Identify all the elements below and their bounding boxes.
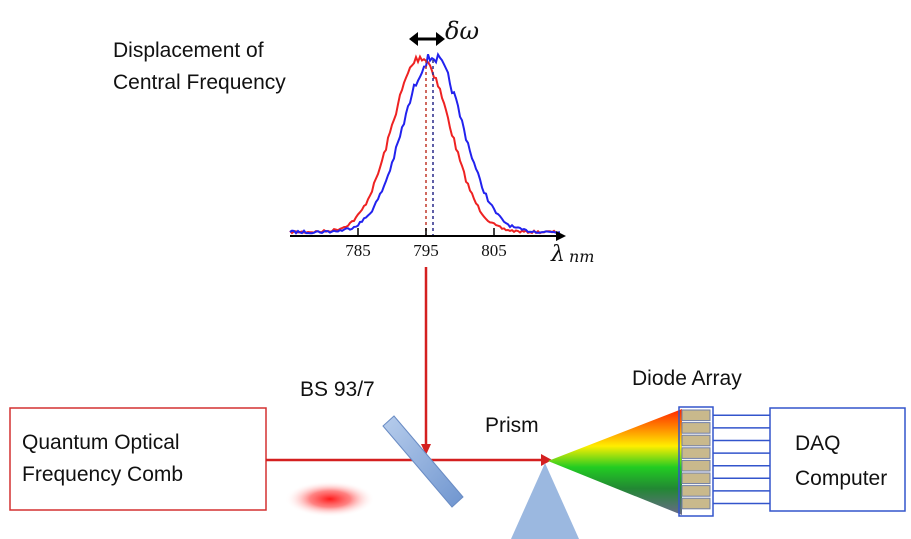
diode-array-label: Diode Array	[632, 367, 742, 390]
diode-array	[678, 406, 770, 517]
diode-element	[681, 472, 711, 485]
axis-tick-label: 795	[413, 241, 439, 260]
beamsplitter-label: BS 93/7	[300, 378, 375, 401]
dispersed-spectrum-fan	[548, 409, 682, 515]
diode-element	[681, 422, 711, 434]
frequency-shift-arrow	[409, 32, 445, 46]
diode-element	[681, 447, 711, 459]
spectrum-title-line1: Displacement of	[113, 39, 264, 62]
source-box	[9, 407, 267, 511]
daq-box	[769, 407, 906, 512]
diode-element	[681, 459, 711, 472]
diode-element	[681, 409, 711, 422]
daq-label-line1: DAQ	[795, 432, 841, 455]
diode-element	[681, 497, 711, 510]
axis-tick-label: 805	[481, 241, 507, 260]
prism-label: Prism	[485, 414, 539, 437]
diode-element	[681, 485, 711, 497]
main-beam-arrowhead	[541, 454, 552, 466]
axis-tick-label: 785	[345, 241, 371, 260]
wavelength-axis	[290, 228, 566, 241]
axis-lambda-symbol: λ	[550, 242, 565, 267]
daq-label-line2: Computer	[795, 467, 887, 490]
source-label-line1: Quantum Optical	[22, 431, 180, 454]
spectrum-reference-curve	[289, 54, 560, 235]
prism	[511, 463, 579, 539]
spectrum-shifted-curve	[289, 51, 561, 235]
frequency-shift-symbol: δω	[445, 17, 479, 45]
source-label-line2: Frequency Comb	[22, 463, 183, 486]
diode-array-frame	[678, 406, 714, 517]
sampled-beam-arrowhead	[421, 444, 431, 455]
beamsplitter	[382, 415, 464, 508]
diode-element	[681, 434, 711, 447]
axis-unit-label: nm	[569, 247, 594, 266]
pulse-spot	[285, 481, 375, 517]
spectrum-title-line2: Central Frequency	[113, 71, 286, 94]
